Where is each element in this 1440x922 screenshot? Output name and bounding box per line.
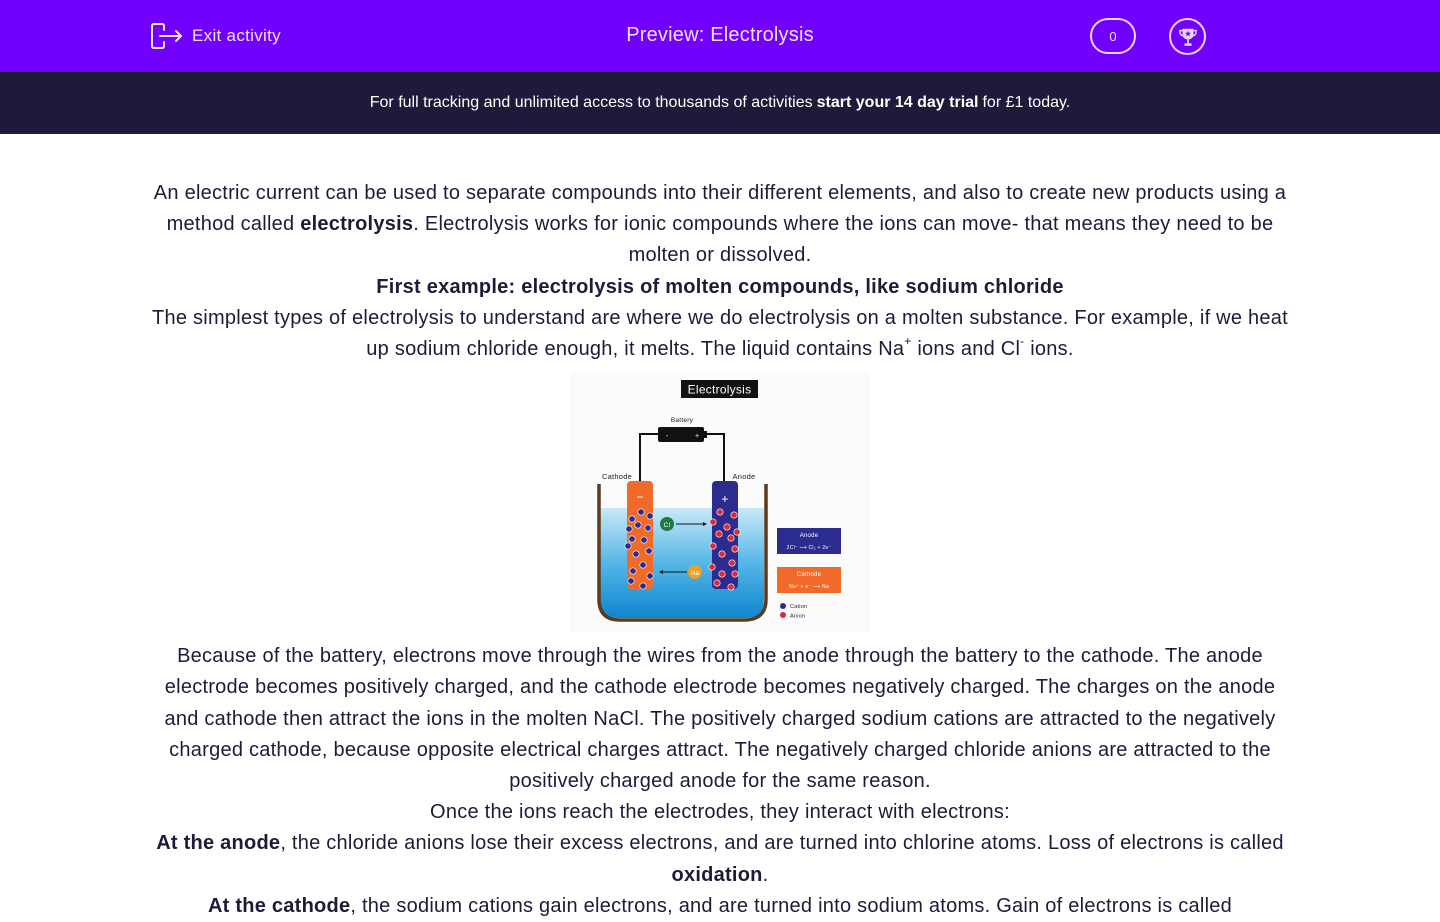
molten-paragraph: The simplest types of electrolysis to un… [150, 303, 1290, 365]
electrolysis-diagram: Electrolysis Battery - + Cathode Anode −… [570, 371, 870, 634]
svg-text:+: + [721, 492, 728, 506]
na-charge: + [904, 334, 912, 349]
diagram-title: Electrolysis [688, 383, 752, 397]
molten-text: The simplest types of electrolysis to un… [152, 306, 1288, 361]
svg-text:+: + [695, 433, 699, 440]
exit-activity-label: Exit activity [192, 26, 281, 45]
svg-text:Na: Na [691, 570, 700, 577]
lesson-content: An electric current can be used to separ… [150, 178, 1290, 922]
legend-anode-title: Anode [800, 533, 819, 539]
term-electrolysis: electrolysis [300, 213, 414, 236]
anode-text-end: . [762, 863, 769, 886]
top-bar: Exit activity Preview: Electrolysis 0 [0, 0, 1440, 72]
trial-banner: For full tracking and unlimited access t… [0, 72, 1440, 134]
legend-anode-equation: 2Cl⁻ ⟶ Cl₂ + 2e⁻ [787, 545, 832, 551]
legend-cathode-equation: Na⁺ + e⁻ ⟶ Na [789, 584, 829, 590]
svg-text:−: − [636, 490, 643, 504]
trophy-button[interactable] [1169, 18, 1206, 55]
cathode-text: , the sodium cations gain electrons, and… [350, 894, 1233, 917]
score-value: 0 [1109, 28, 1117, 44]
section-heading: First example: electrolysis of molten co… [150, 272, 1290, 303]
legend-anion: Anion [790, 614, 805, 620]
battery-label: Battery [671, 417, 694, 424]
banner-text: For full tracking and unlimited access t… [369, 94, 813, 111]
exit-activity-button[interactable]: Exit activity [150, 22, 281, 50]
cl-charge: - [1020, 334, 1025, 349]
heading-text: First example: electrolysis of molten co… [376, 275, 1064, 298]
anode-label: Anode [733, 472, 756, 481]
cathode-paragraph: At the cathode, the sodium cations gain … [150, 891, 1290, 922]
svg-text:Cl: Cl [664, 522, 671, 529]
molten-text-end: ions. [1024, 338, 1074, 361]
anode-text: , the chloride anions lose their excess … [280, 832, 1284, 855]
intro-paragraph: An electric current can be used to separ… [150, 178, 1290, 272]
exit-icon [151, 23, 182, 49]
cathode-label: Cathode [602, 472, 632, 481]
term-at-the-anode: At the anode [156, 832, 281, 855]
score-counter[interactable]: 0 [1090, 18, 1136, 54]
intro-text: An electric current can be used to separ… [153, 182, 1287, 236]
trophy-icon [1178, 28, 1197, 46]
term-oxidation: oxidation [671, 863, 763, 886]
banner-text-end: for £1 today. [982, 94, 1071, 111]
battery-paragraph: Because of the battery, electrons move t… [164, 645, 1276, 793]
page-title: Preview: Electrolysis [626, 24, 814, 46]
svg-text:-: - [666, 433, 669, 440]
trial-link[interactable]: start your 14 day trial [816, 94, 979, 111]
intro-text-end: . Electrolysis works for ionic compounds… [413, 213, 1274, 267]
term-at-the-cathode: At the cathode [207, 894, 351, 917]
anode-paragraph: At the anode, the chloride anions lose t… [150, 828, 1290, 890]
legend-cation: Cation [790, 604, 807, 610]
legend-cathode-title: Cathode [797, 572, 822, 578]
electrodes-paragraph: Once the ions reach the electrodes, they… [430, 801, 1010, 824]
molten-text-mid: ions and Cl [911, 338, 1021, 361]
